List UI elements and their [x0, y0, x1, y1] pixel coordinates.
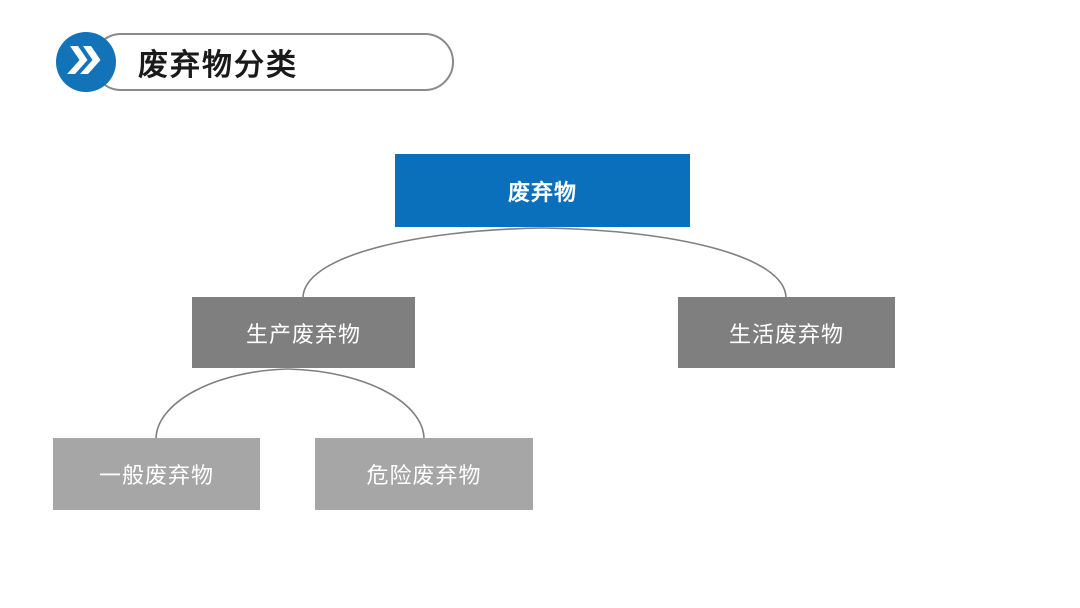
node-hazardous-label: 危险废弃物	[366, 463, 482, 488]
node-household-label: 生活废弃物	[728, 321, 844, 347]
connector-root-production	[302, 227, 544, 299]
header-pill: 废弃物分类	[92, 33, 454, 91]
page-title: 废弃物分类	[138, 49, 298, 82]
node-production: 生产废弃物	[192, 297, 415, 368]
node-root-label: 废弃物	[507, 179, 577, 205]
node-production-label: 生产废弃物	[245, 321, 361, 347]
connector-root-household	[542, 227, 787, 299]
connector-production-hazardous	[287, 368, 425, 440]
node-general: 一般废弃物	[53, 438, 260, 510]
node-root: 废弃物	[395, 154, 690, 227]
double-chevron-right-icon	[67, 43, 105, 82]
node-hazardous: 危险废弃物	[315, 438, 533, 510]
node-general-label: 一般废弃物	[98, 463, 214, 488]
node-household: 生活废弃物	[678, 297, 895, 368]
header-badge-circle	[56, 32, 116, 92]
connector-production-general	[155, 368, 289, 440]
